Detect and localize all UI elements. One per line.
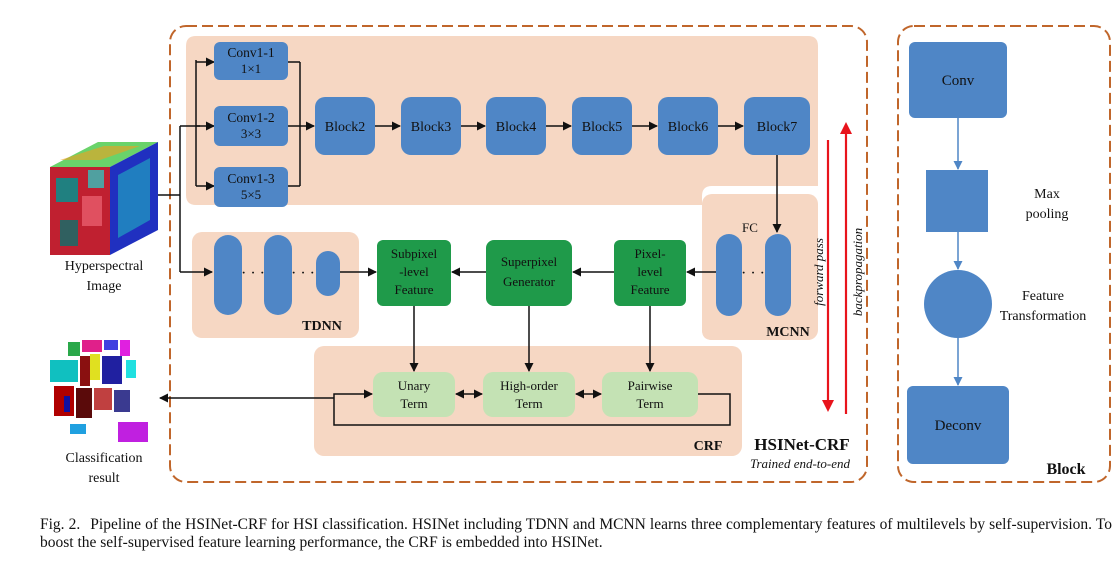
unary-line-1: Unary <box>398 378 431 393</box>
block-chain-arrows <box>375 121 782 233</box>
conv1-2-box: Conv1-2 3×3 <box>214 106 288 146</box>
superpixel-line-2: Generator <box>503 274 556 289</box>
block-panel-title: Block <box>1046 461 1085 478</box>
caption-text: Pipeline of the HSINet-CRF for HSI class… <box>40 516 1112 551</box>
tdnn-label: TDNN <box>302 319 342 334</box>
conv1-3-name: Conv1-3 <box>227 171 275 186</box>
block2-label: Block2 <box>325 120 365 135</box>
block-panel-deconv: Deconv <box>907 386 1009 464</box>
block-panel-deconv-label: Deconv <box>935 418 982 434</box>
subpixel-line-3: Feature <box>395 282 434 297</box>
subpixel-feature-box: Subpixel -level Feature <box>377 240 451 306</box>
superpixel-generator-box: Superpixel Generator <box>486 240 572 306</box>
forward-pass-label: forward pass <box>811 238 826 306</box>
block-panel-conv-label: Conv <box>942 73 975 89</box>
high-order-line-2: Term <box>515 396 542 411</box>
pixel-line-3: Feature <box>631 282 670 297</box>
svg-text:· · ·: · · · <box>291 265 315 282</box>
pixel-line-2: level <box>637 264 663 279</box>
pixel-line-1: Pixel- <box>634 246 665 261</box>
classification-map-icon <box>50 340 148 442</box>
hsinet-crf-container <box>169 25 868 483</box>
hsinet-subtitle: Trained end-to-end <box>750 456 851 471</box>
block6-label: Block6 <box>668 120 708 135</box>
input-branch-lines <box>158 57 215 277</box>
block2-box: Block2 <box>315 97 375 155</box>
conv1-2-kernel: 3×3 <box>241 126 261 141</box>
conv-merge-lines <box>288 61 315 187</box>
superpixel-line-1: Superpixel <box>501 254 558 269</box>
high-order-term-box: High-order Term <box>483 372 575 417</box>
mcnn-fc-layers: · · · <box>716 234 791 316</box>
subpixel-line-2: -level <box>399 264 429 279</box>
pixel-feature-box: Pixel- level Feature <box>614 240 686 306</box>
backpropagation-label: backpropagation <box>850 228 865 316</box>
hsinet-title: HSINet-CRF <box>754 435 849 454</box>
block-panel-feature-transformation-circle <box>924 270 992 338</box>
block4-label: Block4 <box>496 120 536 135</box>
svg-text:· · ·: · · · <box>741 265 765 282</box>
unary-term-box: Unary Term <box>373 372 455 417</box>
block4-box: Block4 <box>486 97 546 155</box>
block5-label: Block5 <box>582 120 622 135</box>
hyperspectral-label-1: Hyperspectral <box>65 259 144 274</box>
crf-label: CRF <box>694 439 723 454</box>
pairwise-term-box: Pairwise Term <box>602 372 698 417</box>
feature-transformation-line-1: Feature <box>1022 289 1064 304</box>
classification-label-1: Classification <box>66 451 143 466</box>
svg-text:· · ·: · · · <box>241 265 265 282</box>
tdnn-layers: · · · · · · <box>214 235 340 315</box>
pairwise-line-1: Pairwise <box>628 378 673 393</box>
conv1-1-kernel: 1×1 <box>241 61 261 76</box>
hyperspectral-label-2: Image <box>87 279 122 294</box>
fc-label: FC <box>742 220 758 235</box>
conv1-3-kernel: 5×5 <box>241 187 261 202</box>
mcnn-label: MCNN <box>766 325 810 340</box>
subpixel-line-1: Subpixel <box>391 246 438 261</box>
block7-label: Block7 <box>757 120 797 135</box>
block6-box: Block6 <box>658 97 718 155</box>
classification-label-2: result <box>88 471 119 486</box>
feature-transformation-line-2: Transformation <box>1000 309 1087 324</box>
hyperspectral-cube-icon <box>50 142 158 255</box>
block-container <box>897 25 1111 483</box>
crf-connectors <box>159 389 731 426</box>
block7-box: Block7 <box>744 97 810 155</box>
caption-label: Fig. 2. <box>40 516 81 533</box>
pairwise-line-2: Term <box>636 396 663 411</box>
figure-caption: Fig. 2.Pipeline of the HSINet-CRF for HS… <box>40 516 1112 552</box>
conv1-3-box: Conv1-3 5×5 <box>214 167 288 207</box>
conv1-1-name: Conv1-1 <box>227 45 274 60</box>
feature-arrows <box>340 267 716 372</box>
block3-label: Block3 <box>411 120 451 135</box>
max-pooling-line-1: Max <box>1034 187 1060 202</box>
block3-box: Block3 <box>401 97 461 155</box>
conv1-2-name: Conv1-2 <box>227 110 274 125</box>
unary-line-2: Term <box>400 396 427 411</box>
high-order-line-1: High-order <box>500 378 558 393</box>
forward-backward-arrows <box>822 122 852 414</box>
block5-box: Block5 <box>572 97 632 155</box>
block-panel-conv: Conv <box>909 42 1007 118</box>
conv1-1-box: Conv1-1 1×1 <box>214 42 288 80</box>
max-pooling-line-2: pooling <box>1026 207 1069 222</box>
block-panel-max-pooling-box <box>926 170 988 232</box>
